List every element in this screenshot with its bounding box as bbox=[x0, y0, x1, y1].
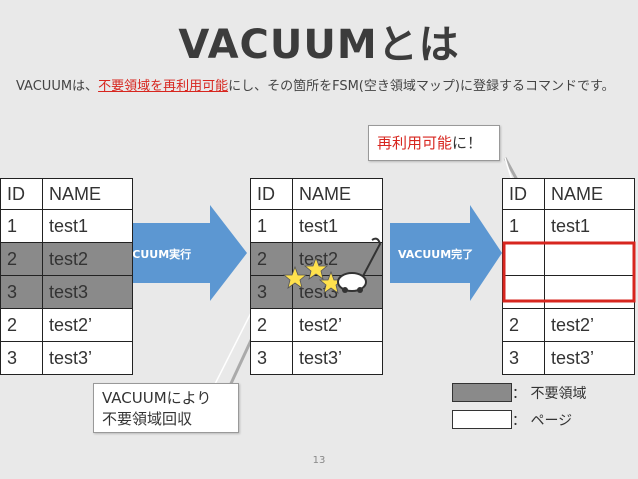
cell-id bbox=[502, 242, 545, 276]
cell-id: 1 bbox=[250, 209, 293, 243]
cell-name: test2’ bbox=[42, 308, 133, 342]
reclaimed-rows-highlight bbox=[502, 241, 636, 303]
legend-label-dead: ： 不要領域 bbox=[512, 386, 587, 402]
slide-title: VACUUMとは bbox=[178, 22, 460, 68]
cell-id: 2 bbox=[0, 308, 43, 342]
star-icon bbox=[303, 256, 329, 280]
arrow-right-icon bbox=[108, 205, 247, 301]
cell-id: 3 bbox=[250, 341, 293, 375]
cell-name: test3’ bbox=[544, 341, 635, 375]
cell-name: test3 bbox=[42, 275, 133, 309]
page-number: 13 bbox=[312, 455, 326, 466]
arrow-right-icon bbox=[390, 205, 502, 301]
arrow-label-run: VACUUM実行 bbox=[116, 248, 192, 261]
star-icon bbox=[282, 265, 308, 289]
cell-id: 3 bbox=[250, 275, 293, 309]
cell-name: test3’ bbox=[292, 341, 383, 375]
table-header-name: NAME bbox=[544, 178, 635, 210]
cell-id: 1 bbox=[0, 209, 43, 243]
desc-prefix: VACUUMは、 bbox=[16, 79, 99, 94]
cell-name: test3’ bbox=[42, 341, 133, 375]
slide-description: VACUUMは、不要領域を再利用可能にし、その箇所をFSM(空き領域マップ)に登… bbox=[16, 76, 626, 98]
desc-highlight: 不要領域を再利用可能 bbox=[98, 79, 229, 94]
callout-reusable: 再利用可能に！ bbox=[368, 125, 500, 161]
callout-vacuum-line2: 不要領域回収 bbox=[102, 410, 193, 428]
callout-reusable-rest: に！ bbox=[452, 134, 483, 152]
legend-swatch-dead bbox=[452, 383, 512, 402]
callout-vacuum-reclaim: VACUUMにより 不要領域回収 bbox=[93, 383, 239, 433]
cell-id: 2 bbox=[502, 308, 545, 342]
cell-id: 3 bbox=[0, 275, 43, 309]
cell-name: test1 bbox=[544, 209, 635, 243]
cell-name: test2’ bbox=[292, 308, 383, 342]
cell-id: 1 bbox=[502, 209, 545, 243]
table-header-name: NAME bbox=[42, 178, 133, 210]
table-header-name: NAME bbox=[292, 178, 383, 210]
cell-name bbox=[544, 275, 635, 309]
cell-name bbox=[544, 242, 635, 276]
cell-id: 3 bbox=[0, 341, 43, 375]
cell-name: test1 bbox=[42, 209, 133, 243]
cell-id bbox=[502, 275, 545, 309]
cell-name: test1 bbox=[292, 209, 383, 243]
legend-label-page: ： ページ bbox=[512, 413, 573, 429]
callout-vacuum-line1: VACUUMにより bbox=[102, 389, 212, 407]
desc-suffix: にし、その箇所をFSM(空き領域マップ)に登録するコマンドです。 bbox=[228, 79, 615, 94]
legend-swatch-page bbox=[452, 410, 512, 429]
cell-name: test2 bbox=[292, 242, 383, 276]
cell-id: 2 bbox=[250, 242, 293, 276]
callout-reusable-red: 再利用可能 bbox=[377, 134, 453, 152]
vacuum-cleaner-icon bbox=[337, 237, 382, 293]
arrow-label-done: VACUUM完了 bbox=[398, 248, 474, 261]
